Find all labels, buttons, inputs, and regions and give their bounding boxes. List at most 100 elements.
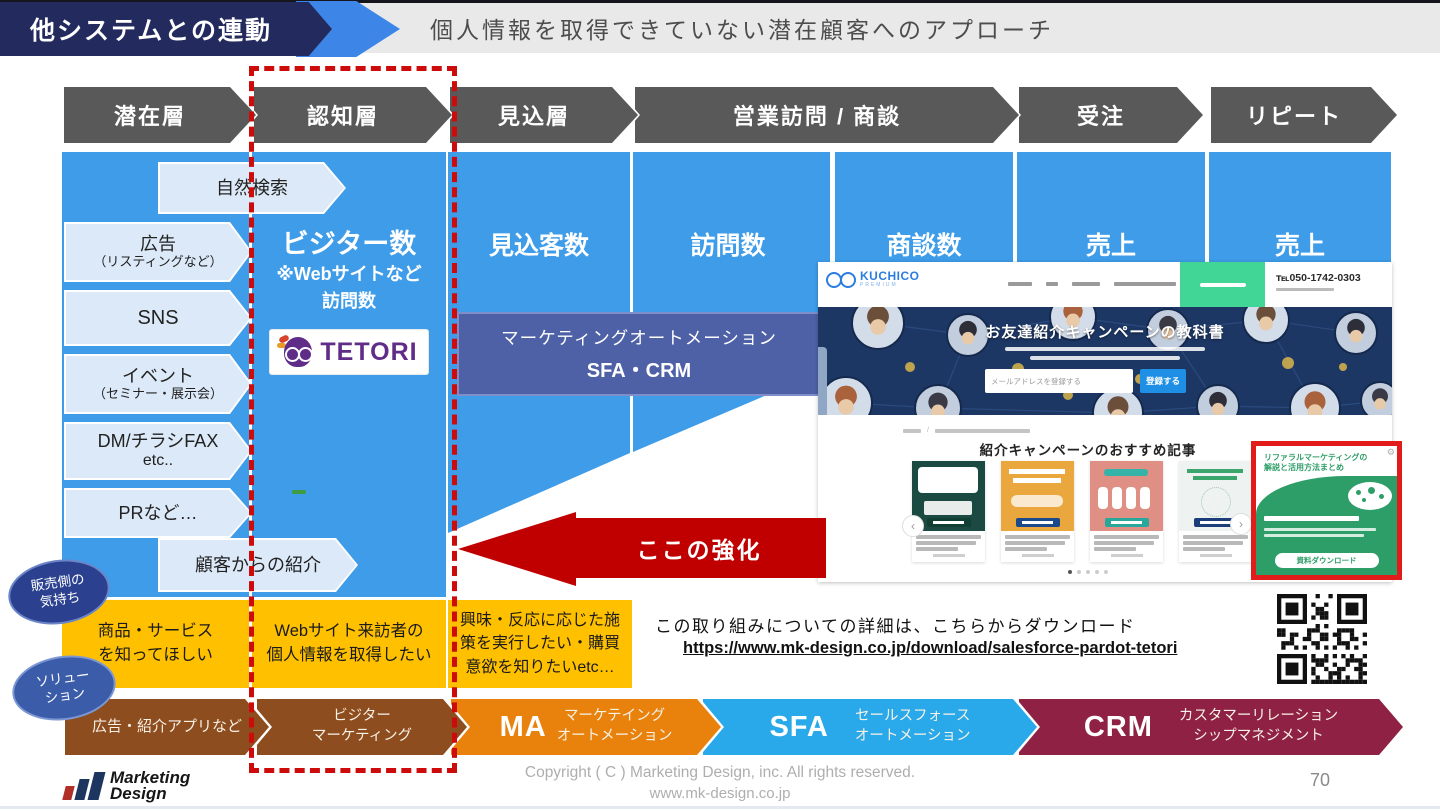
source-sublabel: etc.. — [142, 452, 174, 470]
flow-label: マーケティング — [311, 728, 413, 744]
copyright: Copyright ( C ) Marketing Design, inc. A… — [420, 764, 1020, 802]
kuchico-glasses-icon — [826, 271, 856, 288]
article-badge — [1104, 518, 1149, 527]
source-label: 広告 — [140, 234, 176, 255]
site-register-button[interactable]: 登録する — [1140, 369, 1186, 393]
funnel-col-homon — [633, 152, 830, 452]
site-nav-cta-button[interactable] — [1180, 262, 1265, 307]
source-label: 自然検索 — [216, 177, 288, 198]
carousel-next-icon[interactable]: › — [1230, 513, 1252, 535]
flow-arrow-ma: MA マーケテイングオートメーション — [448, 696, 724, 758]
promo-green-area: 資料ダウンロード — [1256, 476, 1397, 575]
source-label: DM/チラシFAX — [97, 431, 219, 452]
stage-label: 受注 — [1076, 104, 1125, 129]
article-card[interactable] — [912, 461, 985, 562]
stage-label: 認知層 — [306, 104, 379, 129]
emphasis-arrow-head — [458, 512, 576, 586]
ma-box-line1: マーケティングオートメーション — [501, 328, 777, 348]
metric-sales-order: 売上 — [1085, 232, 1136, 260]
source-pr: PRなど… — [64, 488, 252, 538]
site-email-placeholder: メールアドレスを登録する — [991, 376, 1081, 386]
source-referral: 顧客からの紹介 — [158, 538, 358, 592]
article-badge — [1015, 518, 1060, 527]
funnel-col-juchu — [1017, 152, 1205, 270]
carousel-dots[interactable] — [818, 570, 1358, 574]
tetori-brand-text: TETORI — [320, 337, 418, 366]
stage-arrow-senzai: 潜在層 — [62, 85, 258, 145]
metric-visitor-note1: ※Webサイトなど — [276, 264, 422, 284]
flow-arrow-crm: CRM カスタマーリレーションシップマネジメント — [1016, 696, 1406, 758]
ma-box-line2: SFA・CRM — [586, 360, 692, 382]
source-ads: 広告（リスティングなど） — [64, 222, 252, 282]
site-article-cards — [912, 461, 1252, 562]
gear-icon[interactable]: ⚙ — [1386, 447, 1395, 457]
funnel-col-ninchi — [252, 152, 446, 597]
need-line: を知ってほしい — [98, 646, 213, 664]
flow-label: オートメーション — [854, 728, 971, 744]
article-card[interactable] — [1179, 461, 1252, 562]
flow-abbr: SFA — [769, 710, 829, 743]
need-line: 興味・反応に応じた施 — [459, 612, 620, 630]
site-email-input[interactable]: メールアドレスを登録する — [985, 369, 1133, 393]
source-sns: SNS — [64, 290, 252, 346]
carousel-prev-icon[interactable]: ‹ — [902, 515, 924, 537]
need-line: 商品・サービス — [97, 622, 214, 641]
need-box-2: Webサイト来訪者の 個人情報を取得したい — [252, 600, 446, 688]
flow-label: セールスフォース — [855, 708, 971, 725]
article-card[interactable] — [1090, 461, 1163, 562]
tetori-logo: TETORI — [270, 330, 428, 494]
tetori-mascot-icon — [277, 334, 314, 494]
article-badge — [1193, 518, 1238, 527]
article-caption — [1001, 531, 1074, 562]
need-line: 意欲を知りたいetc… — [465, 658, 615, 676]
metric-visit: 訪問数 — [690, 232, 766, 260]
promo-title-line1: リファラルマーケティングの — [1264, 453, 1368, 462]
promo-download-card[interactable]: ⚙ リファラルマーケティングの 解説と活用方法まとめ 資料ダウンロード — [1251, 441, 1402, 580]
website-screenshot: KUCHICO PREMIUM ℡050-1742-0303 お友達紹介キャンペ… — [818, 262, 1402, 582]
ma-sfa-crm-box: マーケティングオートメーション SFA・CRM — [457, 312, 821, 396]
promo-illustration — [1348, 482, 1392, 510]
promo-download-button[interactable]: 資料ダウンロード — [1274, 553, 1379, 568]
stage-arrow-eigyo: 営業訪問 / 商談 — [633, 85, 1021, 145]
article-thumbnail — [912, 461, 985, 531]
emphasis-arrow: ここの強化 — [572, 518, 826, 578]
kuchico-logo[interactable]: KUCHICO PREMIUM — [826, 270, 920, 288]
stage-label: 潜在層 — [113, 104, 186, 129]
flow-abbr: CRM — [1083, 710, 1153, 743]
logo-bar-icon — [62, 786, 75, 800]
site-side-tab[interactable] — [818, 347, 827, 415]
funnel-col-repeat — [1209, 152, 1391, 270]
source-organic-search: 自然検索 — [158, 162, 346, 214]
metric-negotiation: 商談数 — [886, 232, 962, 260]
site-navbar: KUCHICO PREMIUM ℡050-1742-0303 — [818, 262, 1392, 307]
stage-arrow-mikomi: 見込層 — [448, 85, 640, 145]
stage-label: 見込層 — [497, 104, 570, 129]
stage-label: 営業訪問 / 商談 — [732, 104, 902, 129]
slide-section-title: 他システムとの連動 — [29, 17, 272, 45]
source-sublabel: （リスティングなど） — [93, 253, 223, 269]
flow-label: カスタマーリレーション — [1178, 708, 1339, 725]
slide-subtitle: 個人情報を取得できていない潜在顧客へのアプローチ — [430, 17, 1054, 43]
kuchico-brand-sub: PREMIUM — [860, 282, 898, 288]
site-phone-number: ℡050-1742-0303 — [1276, 272, 1361, 284]
article-badge — [926, 518, 971, 527]
site-articles-heading: 紹介キャンペーンのおすすめ記事 — [979, 443, 1197, 458]
flow-label: オートメーション — [556, 728, 673, 744]
site-breadcrumb[interactable]: / — [903, 427, 1030, 434]
need-line: Webサイト来訪者の — [274, 622, 424, 641]
copyright-url: www.mk-design.co.jp — [649, 785, 791, 802]
need-line: 個人情報を取得したい — [266, 646, 432, 664]
download-link[interactable]: https://www.mk-design.co.jp/download/sal… — [683, 639, 1178, 657]
page-number: 70 — [1310, 770, 1331, 790]
article-card[interactable] — [1001, 461, 1074, 562]
copyright-line1: Copyright ( C ) Marketing Design, inc. A… — [524, 764, 916, 781]
logo-text-line2: Design — [110, 783, 167, 803]
top-border — [0, 0, 1440, 3]
flow-label: ビジター — [333, 708, 391, 725]
article-caption — [912, 531, 985, 562]
qr-code — [1277, 594, 1367, 684]
need-line: 策を実行したい・購買 — [459, 635, 620, 653]
kuchico-brand-text: KUCHICO — [860, 269, 920, 283]
site-hero: お友達紹介キャンペーンの教科書 メールアドレスを登録する 登録する — [818, 307, 1392, 415]
slide-section-tab: 他システムとの連動 — [0, 2, 332, 56]
